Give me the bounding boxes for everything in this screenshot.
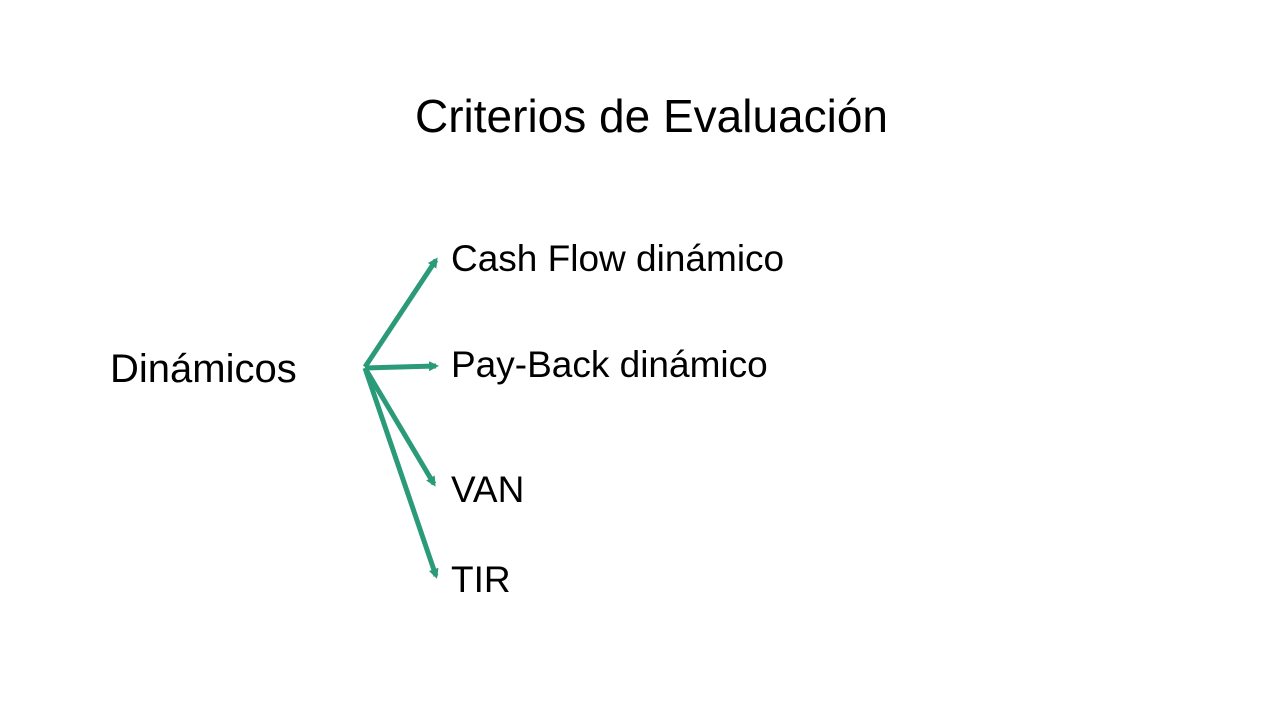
arrow-pay-back — [364, 361, 439, 372]
arrow-cash-flow — [362, 257, 439, 369]
slide-title: Criterios de Evaluación — [415, 90, 889, 142]
arrow-van — [362, 366, 437, 487]
branch-van: VAN — [451, 469, 525, 510]
branch-pay-back-dinamico: Pay-Back dinámico — [451, 344, 768, 385]
arrow-tir — [362, 367, 439, 579]
branch-tir: TIR — [451, 559, 511, 600]
branch-cash-flow-dinamico: Cash Flow dinámico — [451, 238, 785, 279]
root-node-label: Dinámicos — [110, 347, 297, 391]
